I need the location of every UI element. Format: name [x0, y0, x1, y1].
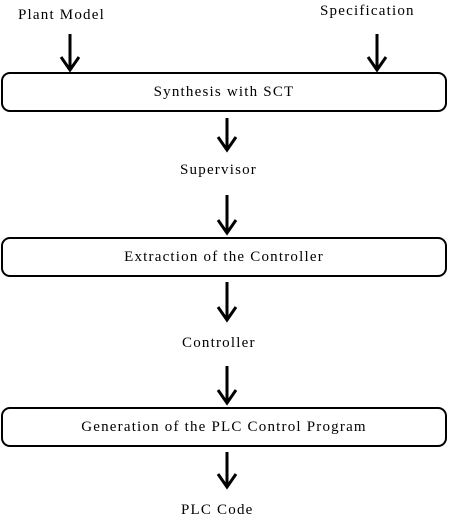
- extraction-step-box: Extraction of the Controller: [1, 237, 447, 277]
- controller-label: Controller: [182, 335, 256, 351]
- arrow-plant-model-to-synthesis: [59, 34, 81, 73]
- supervisor-label: Supervisor: [180, 162, 257, 178]
- generation-step-box: Generation of the PLC Control Program: [1, 407, 447, 447]
- specification-label: Specification: [320, 3, 415, 19]
- extraction-step-label: Extraction of the Controller: [124, 248, 324, 265]
- generation-step-label: Generation of the PLC Control Program: [81, 418, 367, 435]
- arrow-generation-to-plc-code: [216, 452, 238, 490]
- arrow-synthesis-to-supervisor: [216, 118, 238, 153]
- arrow-extraction-to-controller: [216, 282, 238, 323]
- plant-model-label: Plant Model: [18, 7, 105, 23]
- synthesis-step-box: Synthesis with SCT: [1, 72, 447, 112]
- arrow-specification-to-synthesis: [366, 34, 388, 73]
- arrow-supervisor-to-extraction: [216, 195, 238, 236]
- synthesis-step-label: Synthesis with SCT: [153, 83, 295, 100]
- arrow-controller-to-generation: [216, 366, 238, 406]
- plc-code-label: PLC Code: [181, 502, 254, 518]
